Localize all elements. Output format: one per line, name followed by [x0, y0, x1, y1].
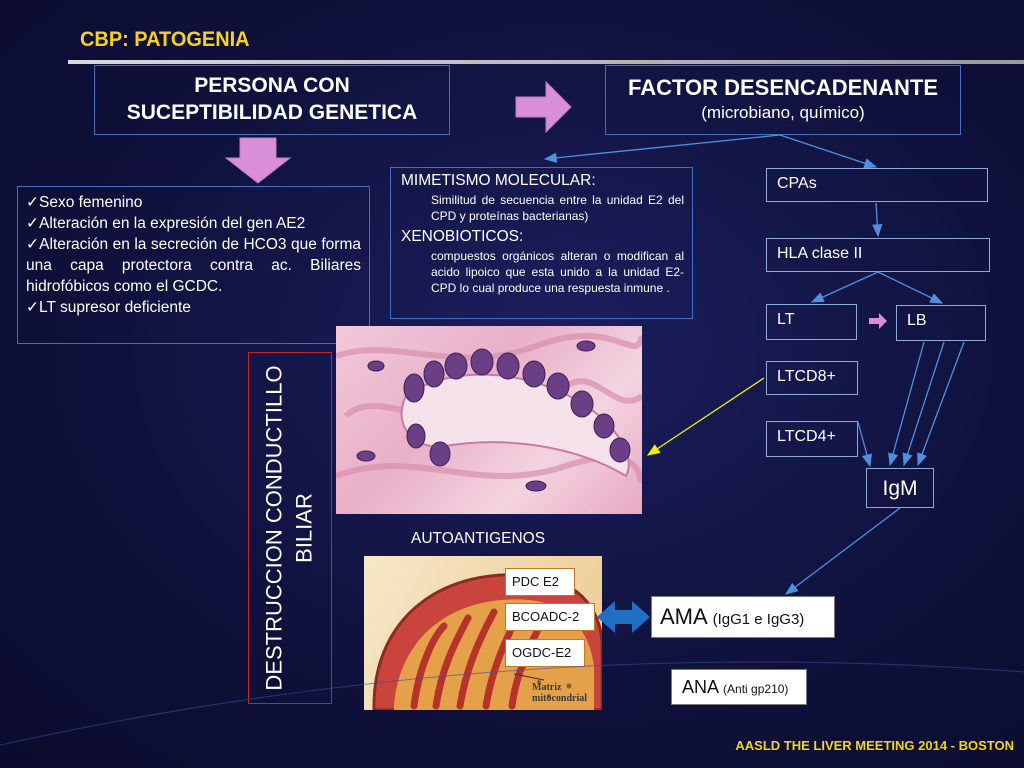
factor-subtitle: (microbiano, químico) — [701, 103, 865, 122]
slide-title: CBP: PATOGENIA — [80, 28, 250, 51]
persona-line-2: SUCEPTIBILIDAD GENETICA — [126, 101, 418, 124]
list-item: ✓Alteración en la secreción de HCO3 que … — [26, 236, 361, 295]
persona-box: PERSONA CON SUCEPTIBILIDAD GENETICA — [94, 65, 450, 135]
footer-credit: AASLD THE LIVER MEETING 2014 - BOSTON — [735, 738, 1014, 753]
list-item: ✓Alteración en la expresión del gen AE2 — [26, 215, 306, 232]
connector-hla-lb — [877, 271, 944, 304]
list-item: ✓LT supresor deficiente — [26, 299, 191, 316]
node-ltcd4: LTCD4+ — [766, 421, 858, 457]
mimetismo-heading: MIMETISMO MOLECULAR: — [401, 172, 596, 189]
mimetismo-box: MIMETISMO MOLECULAR: Similitud de secuen… — [390, 167, 693, 319]
double-arrow-autoantigen-ama — [597, 601, 650, 633]
factor-title: FACTOR DESENCADENANTE — [627, 75, 939, 100]
node-hla: HLA clase II — [766, 238, 990, 272]
node-igm: IgM — [866, 468, 934, 508]
pink-arrow-down — [224, 137, 292, 184]
pink-arrow-lt-lb — [869, 313, 887, 329]
connector-factor-mimetismo — [543, 134, 781, 163]
pink-arrow-right — [515, 80, 572, 134]
connector-cpas-hla — [872, 202, 883, 238]
connector-factor-cpas — [779, 134, 878, 169]
connector-lb-igm-3 — [917, 341, 965, 467]
destruccion-frame — [248, 352, 332, 704]
autoantigen-ogdc-e2: OGDC-E2 — [505, 639, 585, 667]
connector-igm-ama — [784, 507, 901, 595]
xenobioticos-detail: compuestos orgánicos alteran o modifican… — [431, 249, 684, 295]
node-cpas: CPAs — [766, 168, 988, 202]
ama-label: AMA — [660, 604, 707, 629]
title-underline — [68, 60, 1024, 64]
node-ltcd8: LTCD8+ — [766, 361, 858, 395]
decor-swoosh — [0, 661, 1024, 746]
ana-detail: (Anti gp210) — [723, 682, 789, 696]
list-item: ✓Sexo femenino — [26, 194, 143, 211]
autoantigen-bcoadc-2: BCOADC-2 — [505, 603, 595, 631]
connector-lb-igm-1 — [888, 341, 925, 467]
susceptibility-list: ✓Sexo femenino ✓Alteración en la expresi… — [17, 186, 370, 344]
persona-line-1: PERSONA CON — [194, 74, 350, 97]
pointer-ltcd8-histology — [646, 377, 765, 456]
node-lb: LB — [896, 305, 986, 341]
connector-ltcd4-igm — [857, 421, 872, 468]
histology-image — [336, 326, 642, 514]
connector-lb-igm-2 — [902, 341, 945, 467]
autoantigenos-label: AUTOANTIGENOS — [411, 530, 546, 547]
mimetismo-detail: Similitud de secuencia entre la unidad E… — [431, 193, 684, 223]
xenobioticos-heading: XENOBIOTICOS: — [401, 228, 524, 245]
ana-box: ANA (Anti gp210) — [671, 669, 807, 705]
ama-box: AMA (IgG1 e IgG3) — [651, 596, 835, 638]
factor-box: FACTOR DESENCADENANTE (microbiano, quími… — [605, 65, 961, 135]
ana-label: ANA — [682, 677, 719, 697]
mitochondria-caption: Matriz mitocondrial — [532, 682, 587, 704]
node-lt: LT — [766, 304, 857, 340]
autoantigen-pdc-e2: PDC E2 — [505, 568, 575, 596]
connector-hla-lt — [810, 271, 879, 303]
ama-detail: (IgG1 e IgG3) — [712, 611, 805, 628]
